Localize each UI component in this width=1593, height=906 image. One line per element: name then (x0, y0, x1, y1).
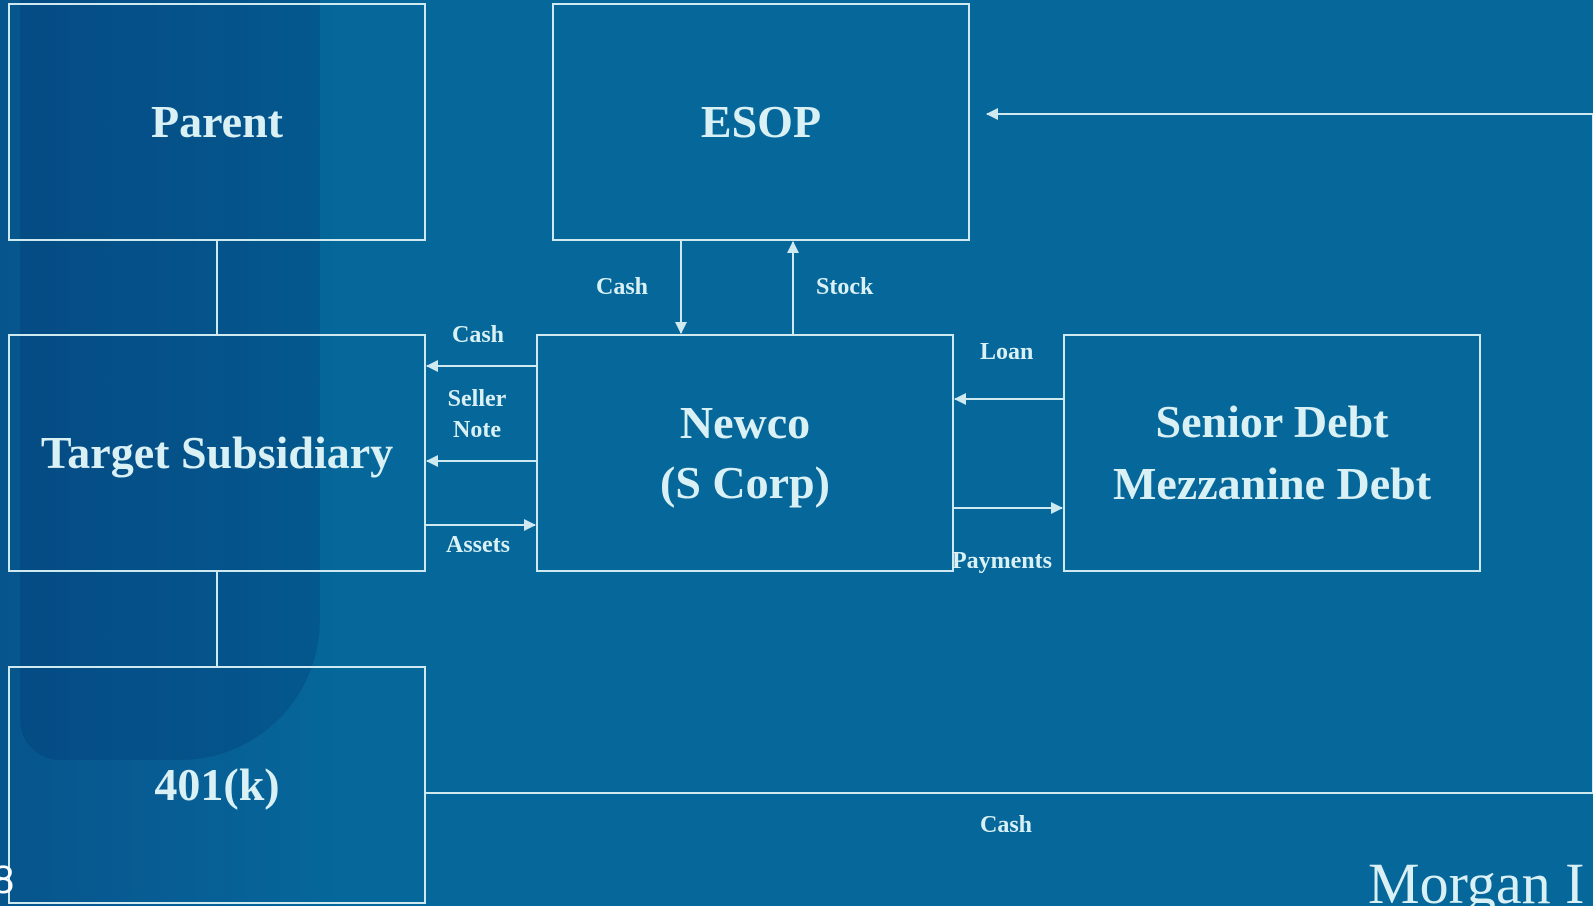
k401-box: 401(k) (8, 666, 426, 904)
esop-box: ESOP (552, 3, 970, 241)
payments-label: Payments (952, 548, 1052, 574)
esop-label: ESOP (700, 96, 822, 148)
newco-label-line1: Newco (679, 397, 811, 449)
seller-note-line2: Note (453, 417, 501, 444)
seller-note-label: Seller Note (440, 384, 514, 446)
debt-label-line2: Mezzanine Debt (1112, 458, 1432, 509)
seller-note-line1: Seller (447, 386, 507, 412)
parent-label: Parent (150, 96, 283, 148)
loan-label: Loan (980, 339, 1034, 365)
background-figure (20, 0, 320, 760)
target-subsidiary-label: Target Subsidiary (40, 427, 394, 479)
background-photo (0, 0, 340, 906)
debt-box: Senior Debt Mezzanine Debt (1063, 334, 1481, 572)
debt-label-line1: Senior Debt (1155, 395, 1389, 447)
stock-label: Stock (816, 274, 874, 300)
newco-label-line2: (S Corp) (660, 457, 830, 508)
page-number: 8 (0, 858, 15, 902)
company-logo: Morgan I (1368, 851, 1585, 906)
newco-box: Newco (S Corp) (536, 334, 954, 572)
parent-box: Parent (8, 3, 426, 241)
target-cash-label: Cash (452, 322, 505, 348)
esop-cash-label: Cash (596, 274, 649, 300)
k401-cash-label: Cash (980, 812, 1033, 838)
k401-label: 401(k) (154, 759, 280, 811)
assets-label: Assets (446, 532, 510, 558)
target-subsidiary-box: Target Subsidiary (8, 334, 426, 572)
k401-cash-loop-arrow (426, 108, 1593, 794)
